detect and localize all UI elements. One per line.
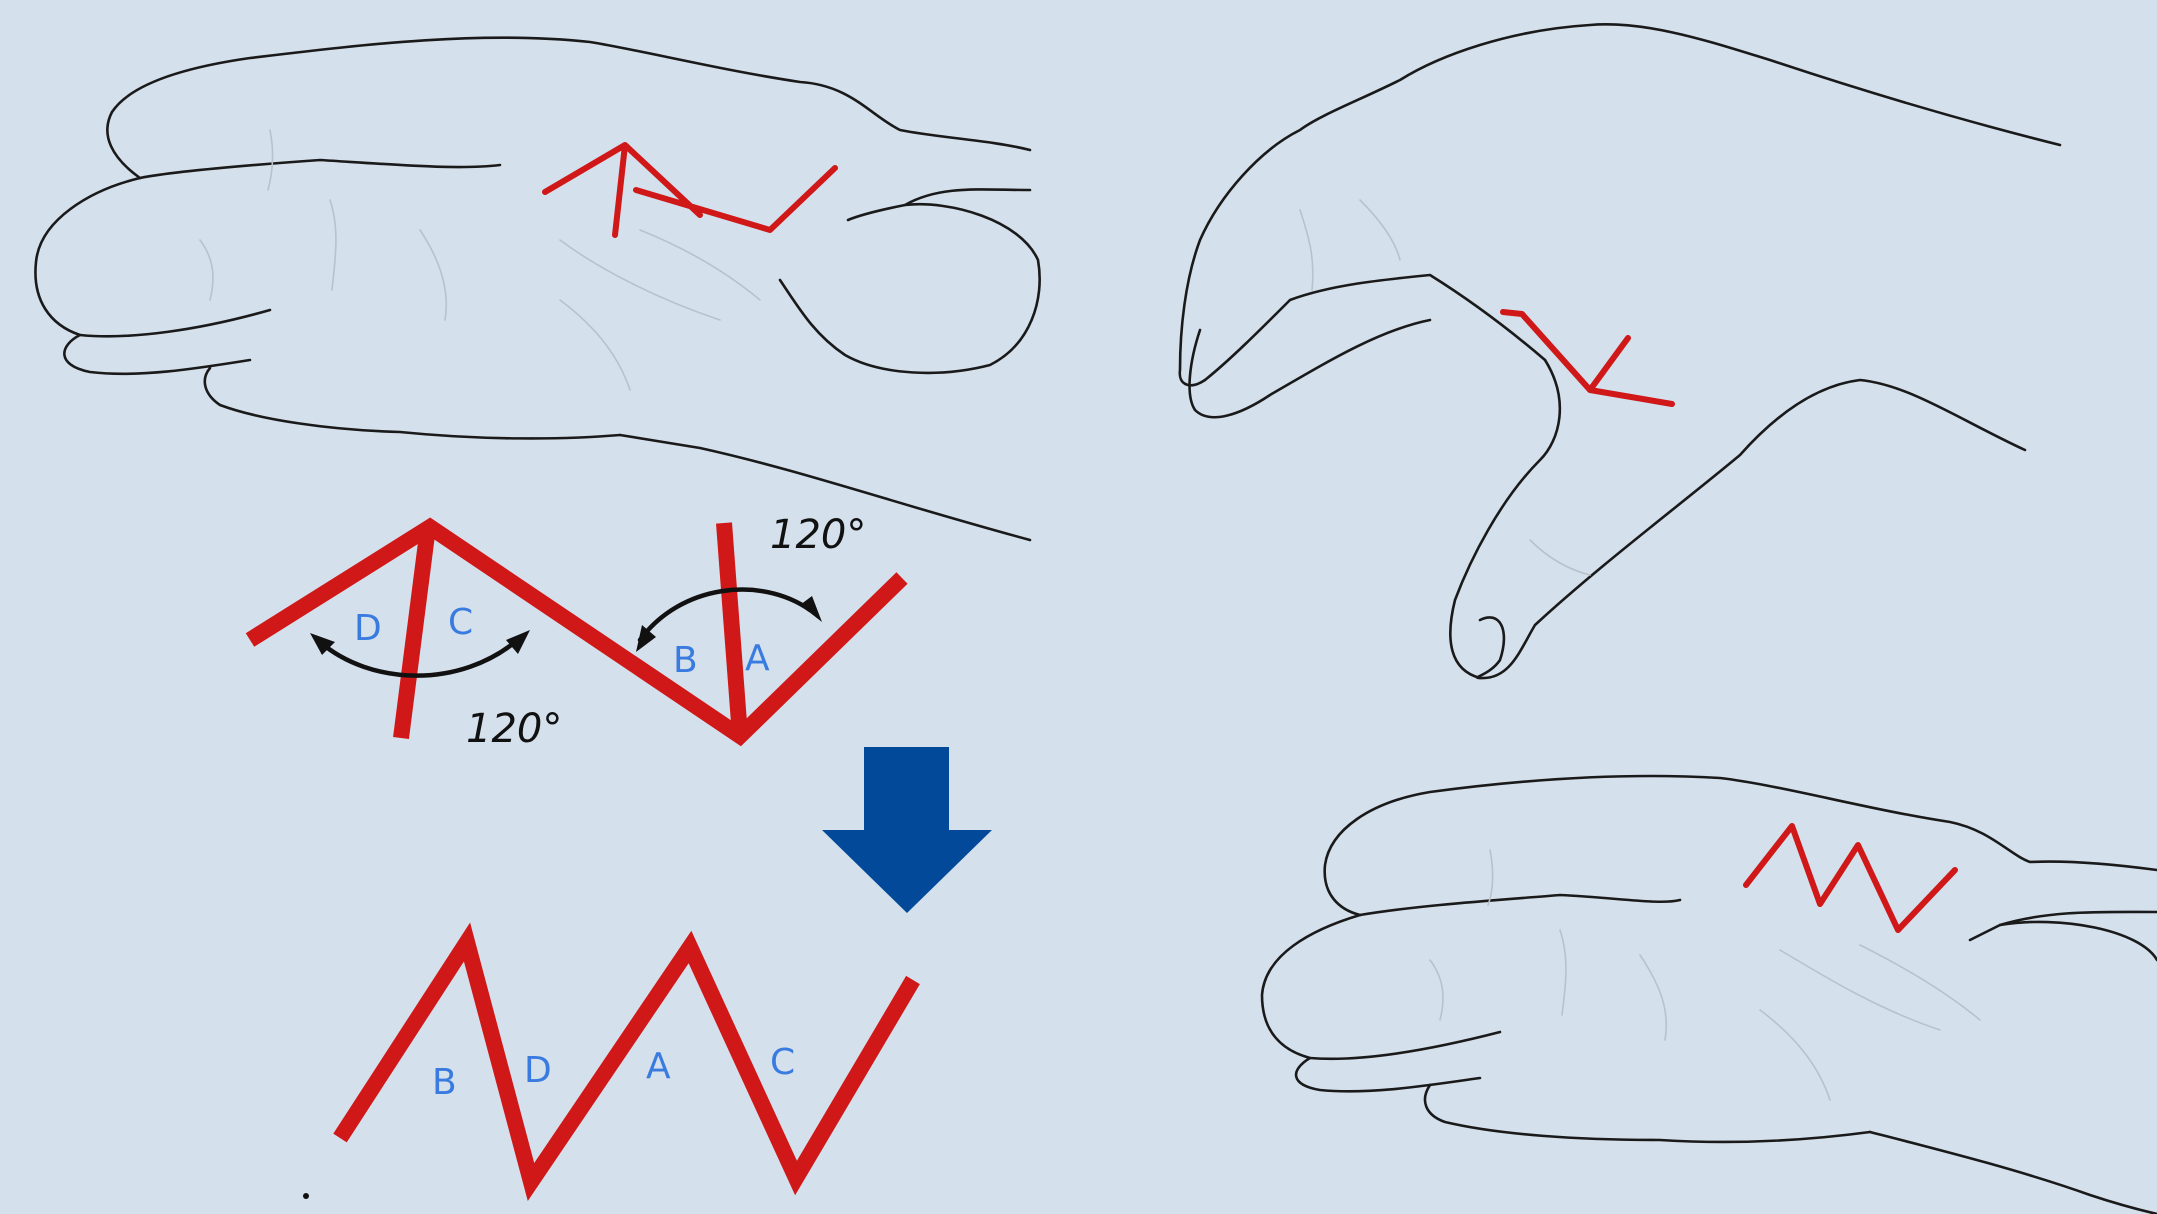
angle-label-right: 120° (770, 512, 866, 558)
z-plasty-before: D C B A 120° 120° (250, 512, 902, 752)
after-flap-label-c: C (770, 1042, 795, 1083)
arrowhead-right (800, 596, 822, 622)
stray-dot (303, 1193, 309, 1199)
before-flap-label-d: D (354, 608, 382, 649)
after-zigzag-line (340, 942, 913, 1182)
angle-label-left: 120° (466, 706, 562, 752)
after-flap-label-a: A (646, 1046, 671, 1087)
down-arrow-icon (822, 747, 992, 913)
before-left-central-limb (401, 527, 428, 738)
incision-z-top-right-hand (1503, 312, 1672, 404)
incision-z-top-left-hand (545, 145, 835, 235)
arrowhead-right (506, 630, 530, 654)
after-flap-label-b: B (432, 1062, 457, 1103)
hand-palm-top-left (35, 38, 1039, 540)
arrowhead-left (636, 625, 656, 652)
before-flap-label-b: B (673, 640, 698, 681)
z-plasty-after: B D A C (340, 942, 913, 1182)
before-zigzag-line (250, 527, 902, 736)
before-flap-label-c: C (448, 602, 473, 643)
before-right-central-limb (724, 523, 740, 736)
before-flap-label-a: A (745, 638, 770, 679)
hand-palm-bottom-right (1262, 776, 2157, 1214)
after-flap-label-d: D (524, 1050, 552, 1091)
incision-double-z-bottom-right-hand (1746, 826, 1955, 930)
